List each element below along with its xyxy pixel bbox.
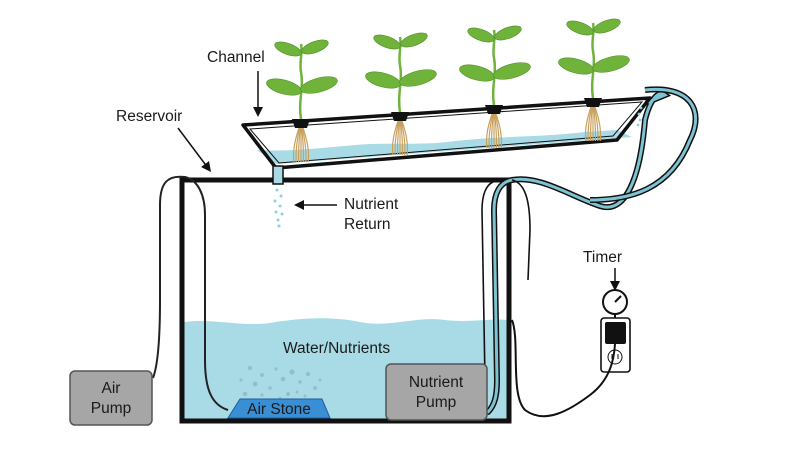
return-spout	[272, 165, 284, 185]
nutrient-pump-label-line1: Nutrient	[409, 374, 464, 391]
nutrient-return-label-line2: Return	[344, 216, 391, 233]
reservoir-arrow	[177, 127, 211, 172]
plant-stem	[298, 43, 304, 120]
plant-1	[266, 39, 338, 163]
channel-water	[257, 130, 632, 164]
channel	[241, 96, 652, 185]
timer-label: Timer	[583, 249, 622, 266]
plant-roots	[485, 113, 503, 149]
power-cord	[511, 319, 616, 418]
plant-4	[558, 18, 630, 142]
plant-3	[459, 25, 531, 149]
plant-2	[365, 32, 437, 156]
nutrient-pump-label-line2: Pump	[416, 394, 457, 411]
net-pot	[584, 98, 602, 107]
reservoir-label: Reservoir	[116, 108, 182, 125]
leaf	[459, 64, 495, 82]
leaf	[592, 55, 630, 73]
leaf	[266, 78, 302, 96]
air-line-tube	[152, 175, 229, 411]
inlet-droplets	[636, 106, 643, 127]
air-pump-label-line2: Pump	[91, 400, 132, 417]
plants	[266, 18, 630, 163]
channel-label: Channel	[207, 49, 265, 66]
leaf	[365, 71, 401, 89]
timer-plug	[605, 322, 626, 344]
leaf	[300, 76, 338, 94]
leaf	[493, 62, 531, 80]
return-droplets	[273, 188, 284, 228]
air-stone: Air Stone	[227, 398, 331, 419]
timer	[511, 289, 631, 418]
leaf	[400, 32, 428, 48]
leaf	[373, 34, 401, 50]
leaf	[566, 20, 594, 36]
air-pump: Air Pump	[69, 370, 153, 426]
water-nutrients-label: Water/Nutrients	[283, 340, 390, 357]
net-pot	[485, 105, 503, 114]
plant-roots	[391, 120, 409, 156]
net-pot	[391, 112, 409, 121]
nutrient-pump: Nutrient Pump	[385, 363, 488, 421]
nutrient-pump-box	[385, 363, 488, 421]
air-pump-label-line1: Air	[102, 380, 121, 397]
plant-roots	[584, 106, 602, 142]
leaf	[593, 18, 621, 34]
leaf	[467, 27, 495, 43]
plant-stem	[590, 22, 596, 99]
leaf	[558, 57, 594, 75]
air-pump-box	[69, 370, 153, 426]
plant-stem	[491, 29, 497, 106]
air-stone-shape	[227, 398, 331, 419]
air-bubbles	[239, 365, 322, 400]
nutrient-supply-tube	[481, 86, 699, 415]
leaf	[494, 25, 522, 41]
leaf	[274, 41, 302, 57]
leaf	[301, 39, 329, 55]
plant-roots	[292, 127, 310, 163]
plant-stem	[397, 36, 403, 113]
channel-body	[241, 96, 652, 170]
net-pot	[292, 119, 310, 128]
nutrient-return-label-line1: Nutrient	[344, 196, 399, 213]
air-stone-label: Air Stone	[247, 401, 311, 418]
leaf	[399, 69, 437, 87]
